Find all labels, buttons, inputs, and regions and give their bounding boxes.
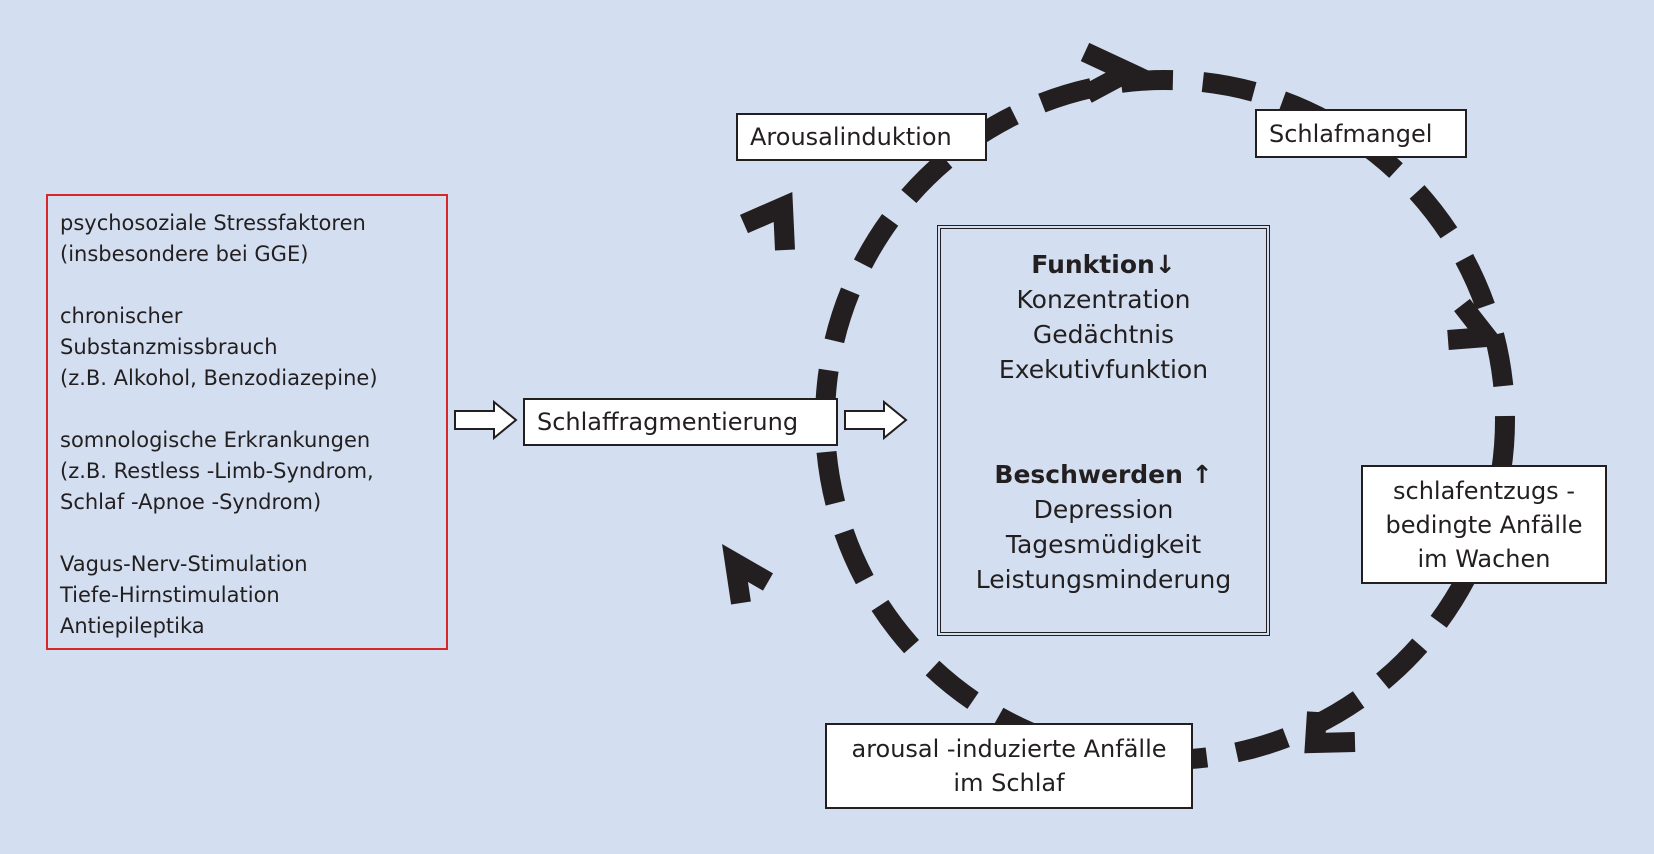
node-label-line: bedingte Anfälle [1385, 510, 1583, 539]
factor-line: Schlaf -Apnoe -Syndrom) [60, 490, 322, 514]
factor-line: Substanzmissbrauch [60, 335, 278, 359]
effects-item: Depression [1033, 495, 1174, 524]
factor-line: psychosoziale Stressfaktoren [60, 211, 366, 235]
node-schlafentzugsbedingte-anfaelle: schlafentzugs - bedingte Anfälle im Wach… [1361, 465, 1607, 584]
node-label: Schlafmangel [1269, 119, 1433, 148]
node-label-line: im Schlaf [953, 769, 1065, 797]
effects-item: Gedächtnis [1032, 320, 1175, 349]
cycle-arrowhead-top-left [740, 192, 795, 251]
effects-item: Tagesmüdigkeit [1005, 530, 1202, 559]
arrow-factors-to-fragmentation [454, 399, 518, 441]
cycle-arrowhead-bottom-right [1304, 711, 1356, 754]
effects-complaints-heading: Beschwerden ↑ [994, 460, 1213, 489]
effects-item: Konzentration [1016, 285, 1191, 314]
factor-line: somnologische Erkrankungen [60, 428, 371, 452]
factor-line: Antiepileptika [60, 614, 205, 638]
factors-box: psychosoziale Stressfaktoren (insbesonde… [46, 194, 448, 650]
factor-group-stress: psychosoziale Stressfaktoren (insbesonde… [60, 208, 446, 270]
node-label-line: im Wachen [1417, 544, 1551, 573]
node-schlafmangel: Schlafmangel [1255, 109, 1467, 158]
effects-item: Exekutivfunktion [998, 355, 1209, 384]
arrow-fragmentation-to-effects [844, 399, 908, 441]
node-schlaffragmentierung: Schlaffragmentierung [523, 398, 838, 446]
effects-item: Leistungsminderung [975, 565, 1232, 594]
cycle-arrowhead-top [1080, 42, 1151, 103]
node-arousalinduktion: Arousalinduktion [736, 113, 987, 161]
factor-line: chronischer [60, 304, 183, 328]
factor-group-somnologic: somnologische Erkrankungen (z.B. Restles… [60, 425, 446, 518]
node-label: Arousalinduktion [750, 123, 952, 151]
factor-group-therapy: Vagus-Nerv-Stimulation Tiefe-Hirnstimula… [60, 549, 446, 642]
node-label-line: arousal -induzierte Anfälle [851, 735, 1167, 763]
effects-complaints-section: Beschwerden ↑ Depression Tagesmüdigkeit … [941, 457, 1266, 597]
factor-line: (z.B. Alkohol, Benzodiazepine) [60, 366, 378, 390]
node-label-line: schlafentzugs - [1393, 476, 1575, 505]
node-label: Schlaffragmentierung [537, 408, 799, 436]
cycle-arrowhead-right [1447, 298, 1507, 350]
factor-line: (z.B. Restless -Limb-Syndrom, [60, 459, 374, 483]
factor-line: (insbesondere bei GGE) [60, 242, 309, 266]
cycle-arrowhead-bottom-left [722, 543, 773, 605]
factor-line: Vagus-Nerv-Stimulation [60, 552, 308, 576]
factor-group-substance: chronischer Substanzmissbrauch (z.B. Alk… [60, 301, 446, 394]
effects-function-section: Funktion↓ Konzentration Gedächtnis Exeku… [941, 247, 1266, 387]
effects-function-heading: Funktion↓ [1031, 250, 1176, 279]
effects-box: Funktion↓ Konzentration Gedächtnis Exeku… [937, 225, 1270, 636]
node-arousal-induzierte-anfaelle: arousal -induzierte Anfälle im Schlaf [825, 723, 1193, 809]
factor-line: Tiefe-Hirnstimulation [60, 583, 280, 607]
